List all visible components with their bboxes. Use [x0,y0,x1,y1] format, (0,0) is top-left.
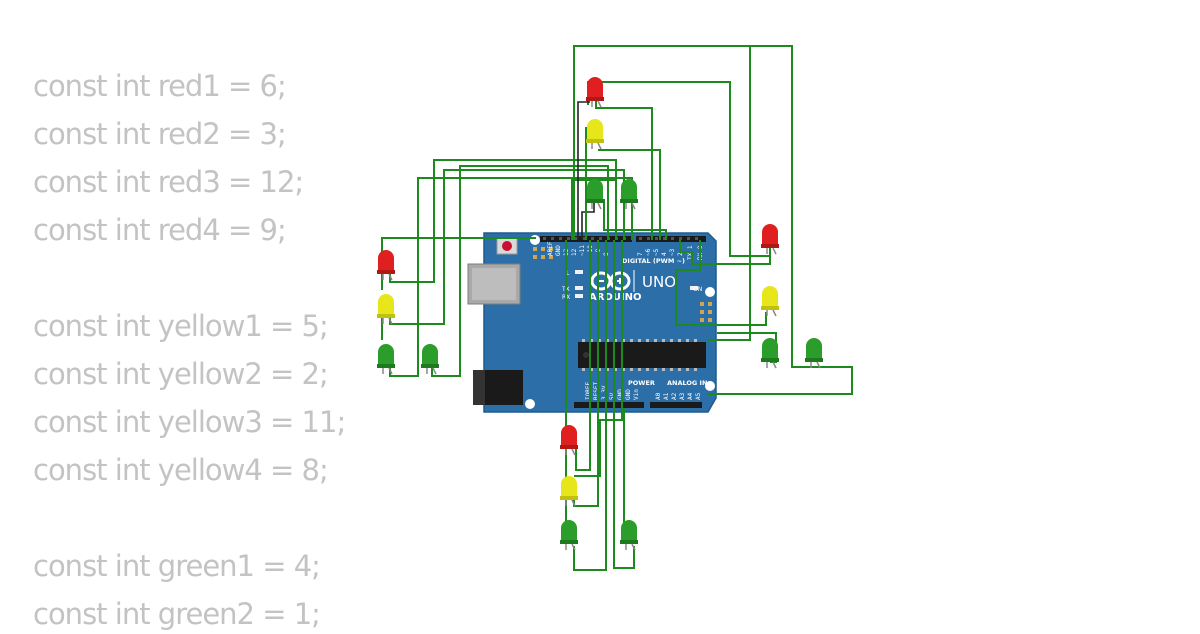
led-red [761,224,779,255]
led-green [761,338,779,369]
microcontroller-chip [578,342,706,368]
code-line: const int red4 = 9; [33,213,287,247]
led-green [560,520,578,551]
svg-text:A0: A0 [655,392,662,400]
wire-dark [581,202,595,240]
svg-text:Vin: Vin [633,389,640,400]
svg-text:A2: A2 [671,392,678,400]
power-label: POWER [628,379,655,387]
digital-label: DIGITAL (PWM ~) [622,257,685,265]
code-line: const int yellow1 = 5; [33,309,329,343]
svg-text:GND: GND [555,245,562,256]
code-line: const int yellow4 = 8; [33,453,329,487]
svg-text:A5: A5 [695,392,702,400]
wire [679,240,771,265]
board-model-label: UNO [642,273,676,291]
wire [389,159,617,283]
svg-text:IOREF: IOREF [585,382,592,400]
power-pin-labels: IOREF RESET 3.3V 5V GND GND Vin [585,382,640,400]
svg-text:~5: ~5 [653,248,660,256]
svg-text:5V: 5V [609,392,616,400]
led-green [620,179,638,210]
led-red [586,77,604,108]
wire [573,240,599,507]
power-header [574,402,644,408]
svg-text:2: 2 [677,252,684,256]
led-yellow [377,294,395,325]
svg-text:GND: GND [617,389,624,400]
wire [575,240,591,471]
svg-text:~3: ~3 [669,248,676,256]
wire [708,46,751,341]
code-line: const int red2 = 3; [33,117,287,151]
wire [431,165,609,377]
arduino-logo-icon [590,271,631,291]
svg-text:AREF: AREF [547,241,554,256]
svg-text:7: 7 [637,252,644,256]
svg-text:4: 4 [661,252,668,256]
analog-pin-labels: A0 A1 A2 A3 A4 A5 [655,392,702,400]
wire [595,100,653,240]
wire [613,240,635,569]
led-yellow [761,286,779,317]
code-line: const int yellow3 = 11; [33,405,346,439]
svg-text:12: 12 [571,248,578,256]
wire [573,45,853,395]
led-red [377,250,395,281]
wire [598,149,661,240]
svg-text:3.3V: 3.3V [601,385,608,400]
code-line: const int green2 = 1; [33,597,321,631]
code-line: const int yellow2 = 2; [33,357,329,391]
wire [571,179,616,240]
led-red [560,425,578,456]
svg-text:A1: A1 [663,392,670,400]
led-green [377,344,395,375]
wire [675,240,767,326]
arduino-uno-board: UNO ARDUINO DIGITAL (PWM ~) POWER ANALOG… [467,232,717,413]
wire [573,240,607,571]
on-label: ON [693,286,702,293]
code-line: const int red1 = 6; [33,69,287,103]
led-yellow [586,119,604,150]
code-line: const int green1 = 4; [33,549,321,583]
led-yellow [560,476,578,507]
wire [381,237,536,248]
analog-label: ANALOG IN [667,379,707,387]
svg-text:A4: A4 [687,392,694,400]
svg-text:~11: ~11 [579,245,586,256]
svg-text:RESET: RESET [593,382,600,400]
led-green [586,179,604,210]
led-green [620,520,638,551]
leds [377,77,823,551]
svg-text:GND: GND [625,389,632,400]
svg-text:~6: ~6 [645,248,652,256]
svg-text:A3: A3 [679,392,686,400]
code-line: const int red3 = 12; [33,165,304,199]
l-label: L [566,270,570,277]
analog-header [650,402,702,408]
led-green [421,344,439,375]
board-brand-label: ARDUINO [589,292,641,303]
wire [574,240,623,477]
led-green [805,338,823,369]
wire-dark [577,101,590,240]
